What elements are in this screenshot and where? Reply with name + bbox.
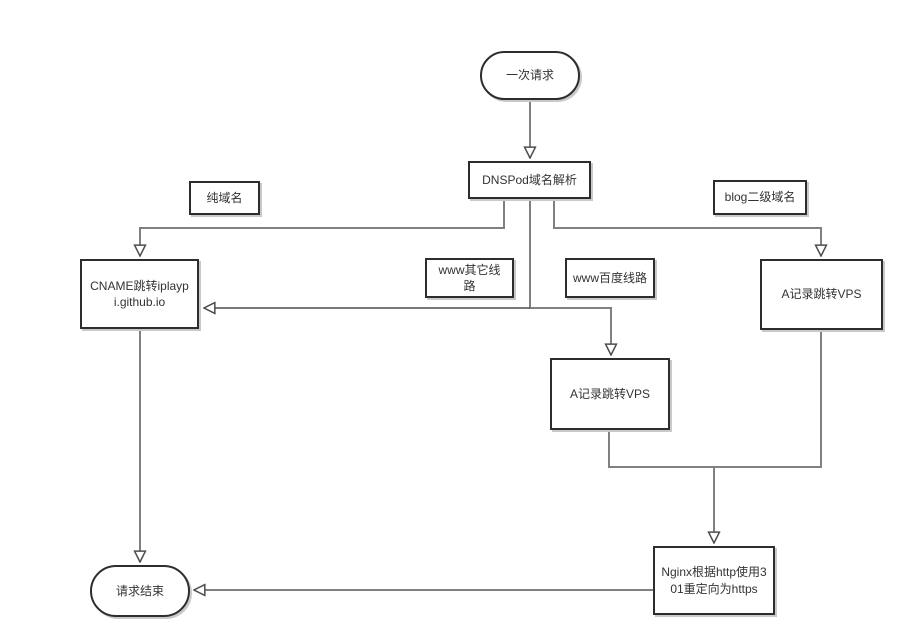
node-request-end-label: 请求结束 bbox=[115, 583, 164, 598]
label-www-other-route: www其它线路 bbox=[425, 258, 514, 298]
node-start-request: 一次请求 bbox=[480, 51, 580, 100]
edge-dnspod-cname-top bbox=[140, 199, 505, 256]
edge-vpsright-merge bbox=[714, 330, 822, 468]
label-pure-domain-text: 纯域名 bbox=[206, 190, 243, 205]
node-start-request-label: 一次请求 bbox=[505, 68, 554, 83]
label-pure-domain: 纯域名 bbox=[189, 181, 260, 215]
node-cname-github-label: CNAME跳转iplaypi.github.io bbox=[90, 278, 189, 309]
node-dnspod-resolution-label: DNSPod域名解析 bbox=[482, 172, 577, 187]
node-arecord-vps-middle-label: A记录跳转VPS bbox=[569, 386, 651, 401]
node-nginx-redirect: Nginx根据http使用301重定向为https bbox=[653, 546, 775, 615]
node-request-end: 请求结束 bbox=[90, 565, 190, 617]
label-www-baidu-route-text: www百度线路 bbox=[573, 270, 647, 285]
edge-dnspod-vpsright bbox=[553, 199, 821, 256]
node-nginx-redirect-label: Nginx根据http使用301重定向为https bbox=[661, 565, 767, 596]
node-arecord-vps-right-label: A记录跳转VPS bbox=[781, 287, 862, 302]
node-cname-github: CNAME跳转iplaypi.github.io bbox=[80, 259, 199, 329]
node-dnspod-resolution: DNSPod域名解析 bbox=[468, 161, 591, 199]
edge-dnspod-vpsmid bbox=[529, 199, 611, 355]
label-www-baidu-route: www百度线路 bbox=[565, 258, 655, 298]
label-blog-subdomain: blog二级域名 bbox=[713, 180, 807, 215]
label-blog-subdomain-text: blog二级域名 bbox=[724, 190, 796, 205]
label-www-other-route-text: www其它线路 bbox=[438, 262, 501, 293]
node-arecord-vps-right: A记录跳转VPS bbox=[760, 259, 883, 330]
edge-vpsmid-nginx bbox=[608, 430, 714, 543]
node-arecord-vps-middle: A记录跳转VPS bbox=[550, 358, 670, 430]
